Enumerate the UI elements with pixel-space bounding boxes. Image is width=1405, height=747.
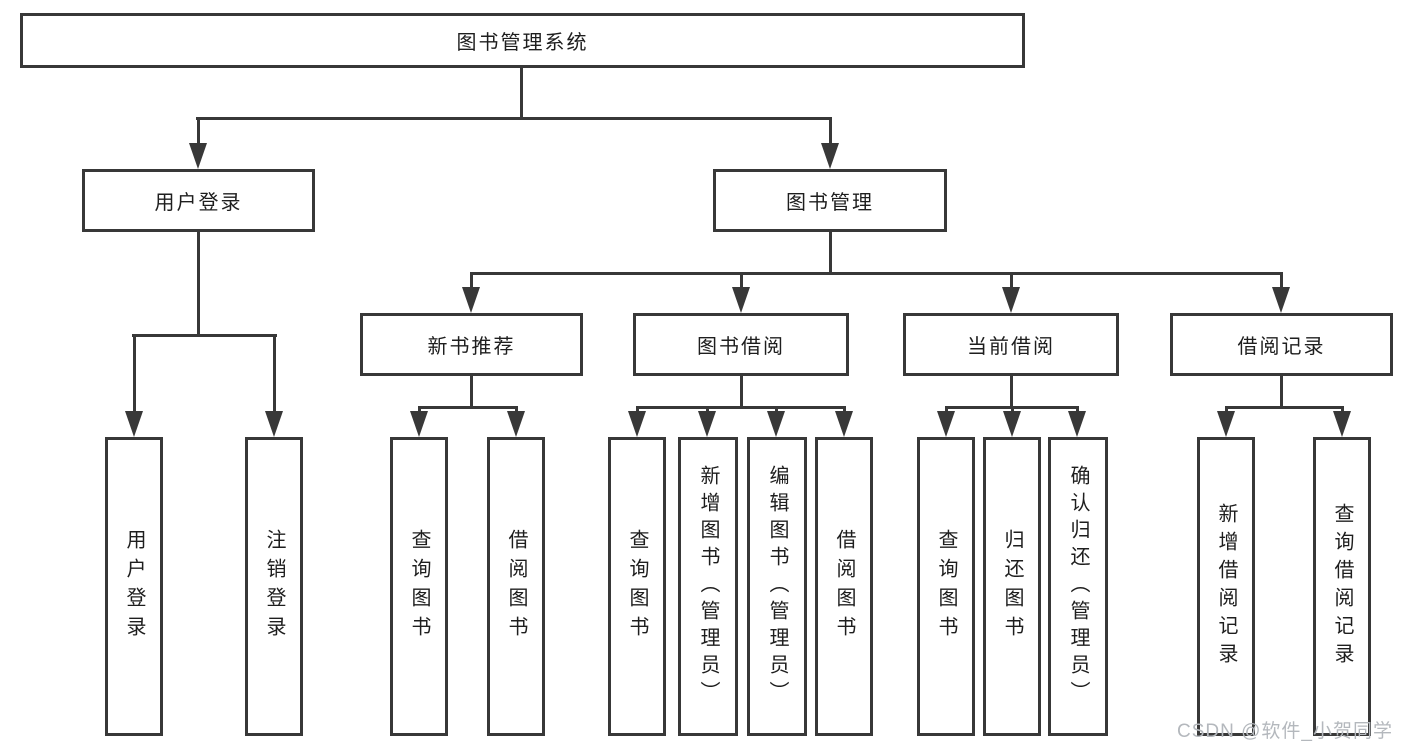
arrow-down-icon: [507, 411, 525, 437]
connector-line: [273, 334, 276, 413]
node-user-login: 用户登录: [82, 169, 315, 232]
arrow-down-icon: [628, 411, 646, 437]
connector-line: [197, 232, 200, 336]
node-user-login-label: 用户登录: [154, 192, 243, 214]
leaf-current-confirm-label: 确认归还（管理员）: [1067, 465, 1089, 708]
csdn-watermark: CSDN @软件_小贺同学: [1177, 721, 1393, 742]
leaf-current-confirm: 确认归还（管理员）: [1048, 437, 1108, 736]
leaf-borrow-borrow: 借阅图书: [815, 437, 873, 736]
leaf-record-add-label: 新增借阅记录: [1215, 502, 1237, 671]
arrow-down-icon: [1272, 287, 1290, 313]
leaf-newbook-borrow-label: 借阅图书: [505, 528, 527, 645]
leaf-newbook-query: 查询图书: [390, 437, 448, 736]
leaf-user-login: 用户登录: [105, 437, 163, 736]
leaf-borrow-query-label: 查询图书: [626, 528, 648, 645]
connector-line: [470, 272, 473, 288]
arrow-down-icon: [1068, 411, 1086, 437]
node-borrow-record-label: 借阅记录: [1237, 336, 1326, 358]
connector-line: [740, 272, 743, 288]
leaf-logout-label: 注销登录: [263, 528, 285, 645]
connector-line: [1225, 406, 1344, 409]
leaf-logout: 注销登录: [245, 437, 303, 736]
node-book-management-label: 图书管理: [786, 192, 874, 214]
connector-line: [1010, 272, 1013, 288]
leaf-user-login-label: 用户登录: [123, 528, 145, 645]
arrow-down-icon: [767, 411, 785, 437]
arrow-down-icon: [732, 287, 750, 313]
arrow-down-icon: [821, 143, 839, 169]
connector-line: [829, 117, 832, 145]
leaf-borrow-add-label: 新增图书（管理员）: [697, 465, 719, 708]
arrow-down-icon: [1333, 411, 1351, 437]
connector-line: [197, 117, 200, 145]
node-root: 图书管理系统: [20, 13, 1025, 68]
connector-line: [470, 272, 1283, 275]
leaf-current-query-label: 查询图书: [935, 528, 957, 645]
node-current-borrow: 当前借阅: [903, 313, 1119, 376]
arrow-down-icon: [125, 411, 143, 437]
node-book-borrow: 图书借阅: [633, 313, 849, 376]
arrow-down-icon: [189, 143, 207, 169]
leaf-borrow-borrow-label: 借阅图书: [833, 528, 855, 645]
connector-line: [196, 117, 832, 120]
connector-line: [133, 334, 136, 413]
connector-line: [1280, 272, 1283, 288]
node-book-management: 图书管理: [713, 169, 947, 232]
connector-line: [132, 334, 277, 337]
arrow-down-icon: [1003, 411, 1021, 437]
node-current-borrow-label: 当前借阅: [967, 336, 1055, 358]
leaf-current-return-label: 归还图书: [1001, 528, 1023, 645]
arrow-down-icon: [835, 411, 853, 437]
leaf-current-return: 归还图书: [983, 437, 1041, 736]
arrow-down-icon: [410, 411, 428, 437]
connector-line: [418, 406, 518, 409]
node-new-book-recommend-label: 新书推荐: [427, 336, 516, 358]
arrow-down-icon: [937, 411, 955, 437]
connector-line: [1010, 376, 1013, 408]
leaf-record-query: 查询借阅记录: [1313, 437, 1371, 736]
leaf-record-query-label: 查询借阅记录: [1331, 502, 1353, 671]
node-new-book-recommend: 新书推荐: [360, 313, 583, 376]
leaf-newbook-query-label: 查询图书: [408, 528, 430, 645]
arrow-down-icon: [265, 411, 283, 437]
connector-line: [520, 68, 523, 117]
connector-line: [636, 406, 846, 409]
connector-line: [1280, 376, 1283, 408]
leaf-newbook-borrow: 借阅图书: [487, 437, 545, 736]
node-root-label: 图书管理系统: [456, 32, 589, 54]
leaf-borrow-query: 查询图书: [608, 437, 666, 736]
leaf-borrow-add: 新增图书（管理员）: [678, 437, 738, 736]
connector-line: [740, 376, 743, 408]
arrow-down-icon: [1217, 411, 1235, 437]
arrow-down-icon: [462, 287, 480, 313]
leaf-current-query: 查询图书: [917, 437, 975, 736]
leaf-borrow-edit-label: 编辑图书（管理员）: [766, 465, 788, 708]
connector-line: [470, 376, 473, 408]
leaf-record-add: 新增借阅记录: [1197, 437, 1255, 736]
leaf-borrow-edit: 编辑图书（管理员）: [747, 437, 807, 736]
connector-line: [829, 232, 832, 274]
node-book-borrow-label: 图书借阅: [697, 336, 785, 358]
arrow-down-icon: [1002, 287, 1020, 313]
arrow-down-icon: [698, 411, 716, 437]
node-borrow-record: 借阅记录: [1170, 313, 1393, 376]
